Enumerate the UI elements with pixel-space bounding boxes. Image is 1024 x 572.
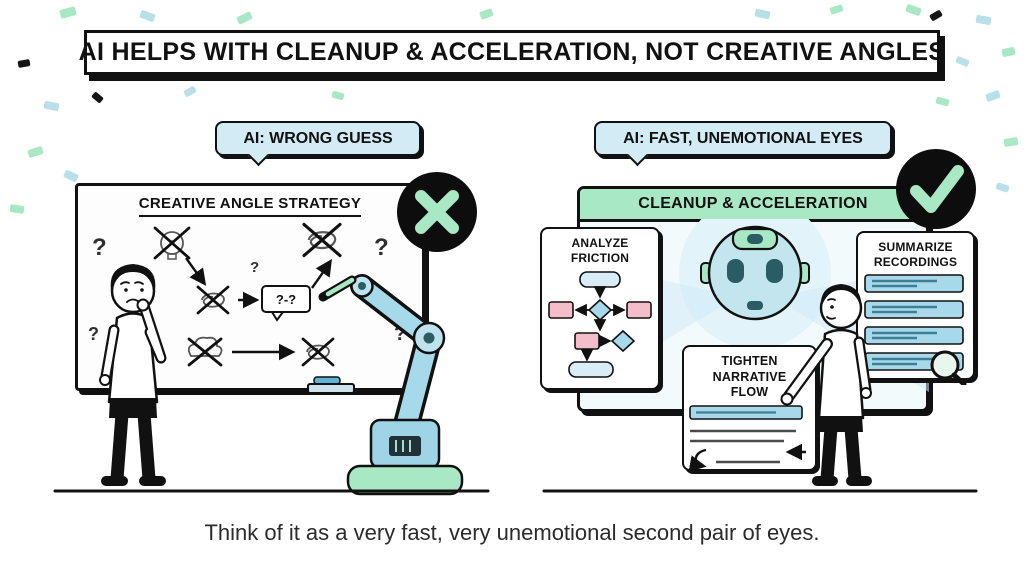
confetti-piece [995, 182, 1010, 193]
confetti-piece [754, 8, 771, 20]
board-title: CREATIVE ANGLE STRATEGY [78, 195, 422, 217]
analyze-friction-card: ANALYZE FRICTION [540, 227, 660, 390]
confetti-piece [43, 100, 60, 112]
narrative-lines [688, 405, 806, 472]
bubble-text: AI: WRONG GUESS [243, 129, 393, 147]
confetti-piece [479, 8, 494, 20]
confetti-piece [17, 59, 31, 68]
panel-header: CLEANUP & ACCELERATION [580, 189, 926, 222]
magnifier-icon [930, 350, 966, 385]
confetti-piece [829, 4, 844, 15]
confetti-piece [331, 90, 345, 101]
confetti-piece [975, 14, 992, 26]
summarize-recordings-card: SUMMARIZE RECORDINGS [856, 231, 975, 385]
list-item [863, 274, 964, 293]
confetti-piece [183, 85, 197, 98]
label-ai-wrong-guess: AI: WRONG GUESS [215, 121, 421, 156]
list-item [863, 300, 964, 319]
list-item [863, 326, 964, 345]
confetti-piece [1001, 46, 1016, 58]
confetti-piece [9, 204, 25, 214]
confetti-piece [59, 6, 77, 19]
confetti-piece [91, 91, 104, 104]
recording-list [863, 274, 966, 385]
confetti-piece [905, 3, 922, 17]
caption-text: Think of it as a very fast, very unemoti… [204, 520, 820, 545]
flowchart-diagram [548, 271, 652, 378]
confetti-piece [139, 9, 156, 23]
label-ai-fast-eyes: AI: FAST, UNEMOTIONAL EYES [594, 121, 892, 156]
tighten-narrative-card: TIGHTEN NARRATIVE FLOW [682, 345, 817, 472]
confetti-piece [62, 169, 80, 183]
x-icon [415, 190, 459, 234]
title-banner: AI HELPS WITH CLEANUP & ACCELERATION, NO… [79, 30, 945, 75]
confetti-piece [27, 145, 44, 159]
card-title: ANALYZE FRICTION [570, 236, 630, 265]
card-title: TIGHTEN NARRATIVE FLOW [712, 354, 787, 400]
confetti-piece [1003, 136, 1019, 148]
card-title: SUMMARIZE RECORDINGS [873, 240, 958, 269]
loop-arrow-icon [688, 448, 707, 472]
confetti-piece [955, 55, 970, 68]
whiteboard: CREATIVE ANGLE STRATEGY [75, 183, 425, 391]
confetti-piece [985, 89, 1001, 103]
title-text: AI HELPS WITH CLEANUP & ACCELERATION, NO… [78, 38, 946, 66]
bubble-text: AI: FAST, UNEMOTIONAL EYES [623, 129, 863, 147]
confetti-piece [236, 11, 253, 25]
confetti-piece [929, 9, 943, 22]
confetti-piece [935, 96, 950, 107]
